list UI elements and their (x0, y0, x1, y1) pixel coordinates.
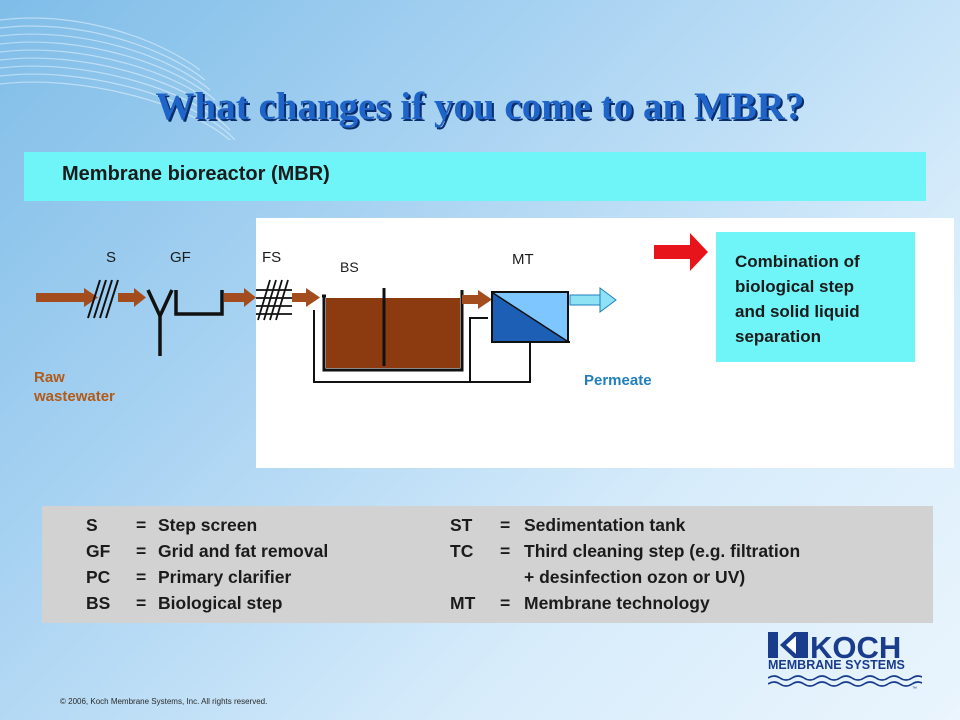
label-mt: MT (512, 251, 534, 268)
legend-row: MT=Membrane technology (450, 593, 710, 613)
decorative-swirl (0, 17, 236, 140)
legend-row: BS=Biological step (86, 593, 283, 613)
legend-row: GF=Grid and fat removal (86, 541, 329, 561)
legend-row: PC=Primary clarifier (86, 567, 292, 587)
combination-text: Combination of biological step and solid… (735, 252, 860, 346)
legend-row: TC=Third cleaning step (e.g. filtration (450, 541, 801, 561)
fine-screen-icon (256, 279, 292, 321)
koch-logo: KOCH MEMBRANE SYSTEMS ™ (766, 628, 926, 694)
header-bar (24, 152, 926, 201)
permeate-label: Permeate (584, 372, 652, 389)
slide-title: What changes if you come to an MBR? (155, 85, 805, 128)
biological-tank-icon (322, 288, 464, 372)
legend-row: + desinfection ozon or UV) (524, 567, 746, 587)
inlet-arrow-icon (36, 288, 98, 307)
logo-tm: ™ (912, 686, 917, 692)
copyright-text: © 2006, Koch Membrane Systems, Inc. All … (60, 697, 268, 706)
legend-box: S=Step screen GF=Grid and fat removal PC… (42, 506, 933, 623)
step-screen-icon (87, 279, 119, 319)
arrow-to-gf-icon (118, 288, 146, 307)
grit-fat-chamber-icon (146, 289, 224, 356)
logo-subtitle: MEMBRANE SYSTEMS (768, 658, 905, 672)
label-s: S (106, 249, 117, 266)
permeate-arrow-icon (569, 287, 617, 313)
combination-box (716, 232, 915, 362)
legend-row: S=Step screen (86, 515, 258, 535)
arrow-to-fs-icon (224, 288, 256, 307)
membrane-module-icon (491, 291, 569, 343)
label-fs: FS (262, 249, 282, 266)
label-gf: GF (170, 249, 191, 266)
section-heading: Membrane bioreactor (MBR) (62, 163, 330, 185)
arrow-to-mt-icon (462, 290, 492, 309)
raw-wastewater-label: Raw wastewater (34, 369, 115, 405)
label-bs: BS (340, 259, 359, 275)
koch-mark-icon (768, 632, 808, 658)
wave-icon (768, 675, 922, 687)
logo-name: KOCH (810, 630, 902, 665)
highlight-arrow-icon (654, 233, 708, 271)
legend-row: ST=Sedimentation tank (450, 515, 686, 535)
arrow-to-bs-icon (292, 288, 320, 307)
